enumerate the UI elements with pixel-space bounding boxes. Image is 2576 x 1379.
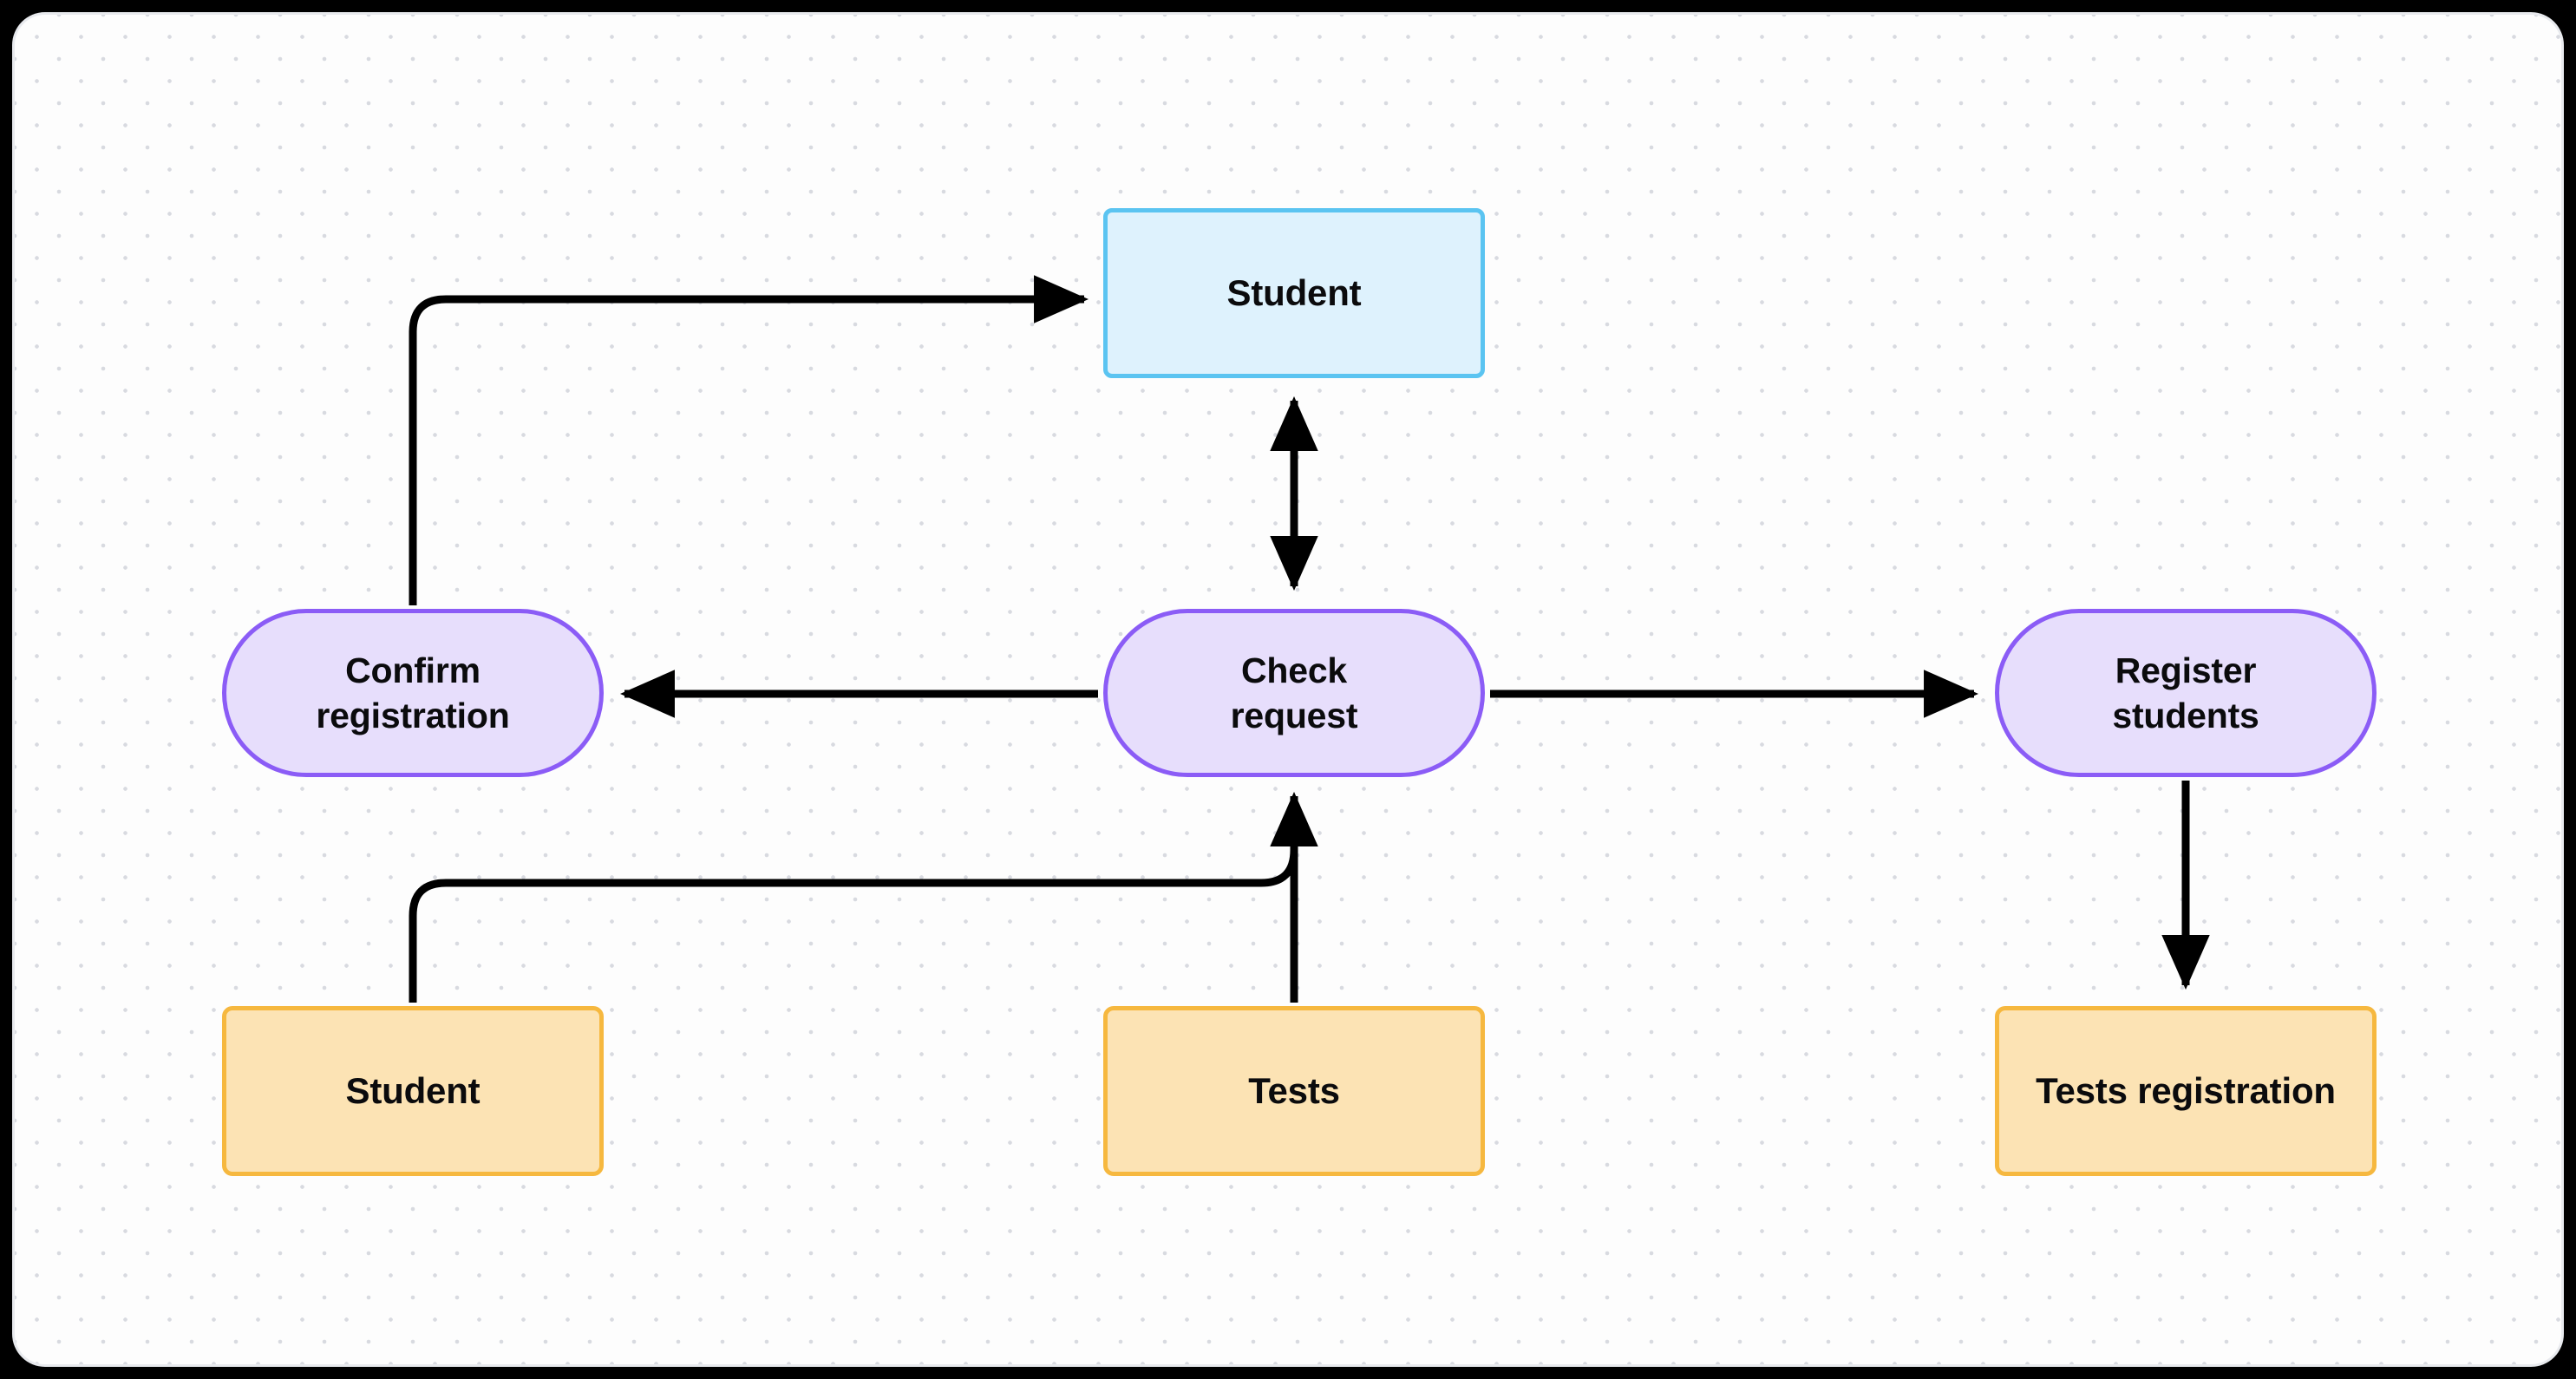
node-label: Check request (1230, 650, 1358, 735)
node-tests[interactable]: Tests (1103, 1006, 1485, 1176)
diagram-canvas[interactable]: Student Confirm registration Check reque… (12, 12, 2564, 1367)
node-label: Confirm registration (316, 650, 510, 735)
edge-studentbottom-to-checkrequest (409, 801, 1298, 1003)
node-label: Tests registration (2036, 1070, 2336, 1112)
node-check-request[interactable]: Check request (1103, 609, 1485, 777)
node-label: Register students (2112, 650, 2259, 735)
node-student-top[interactable]: Student (1103, 208, 1485, 378)
node-student-bottom[interactable]: Student (222, 1006, 604, 1176)
node-label: Student (1226, 272, 1362, 314)
edge-confirm-to-student (409, 275, 1089, 605)
node-tests-registration[interactable]: Tests registration (1995, 1006, 2377, 1176)
node-register-students[interactable]: Register students (1995, 609, 2377, 777)
node-confirm-registration[interactable]: Confirm registration (222, 609, 604, 777)
node-label: Student (345, 1070, 481, 1112)
node-label: Tests (1248, 1070, 1340, 1112)
edge-layer (409, 275, 2210, 1003)
